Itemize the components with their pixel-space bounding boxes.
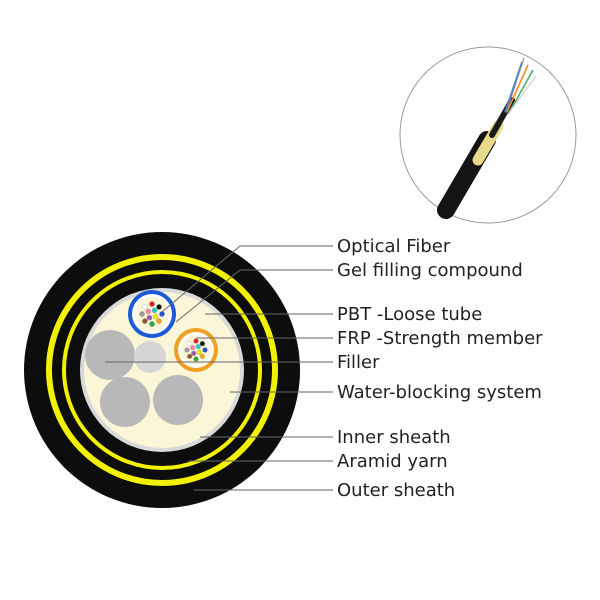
label-frp-strength-member: FRP -Strength member [337,328,543,349]
cable-cross-section-icon [24,232,300,508]
cable-end-photo-icon [399,46,577,224]
leader-gel-filling [175,269,333,323]
label-pbt-loose-tube: PBT -Loose tube [337,304,482,325]
fiber-dot [142,304,148,310]
fiber-dot [190,345,196,351]
fiber-dot [151,307,158,314]
cable-body [437,57,537,219]
label-water-blocking-system: Water-blocking system [337,382,542,403]
filler-element [153,375,203,425]
fiber-dot [145,308,152,315]
fiber-dot [152,313,159,320]
fiber-dot [202,347,208,353]
fiber-dot [184,347,190,353]
fiber-dot [193,356,199,362]
fiber-dot [191,350,197,356]
aramid-yarn-ring [46,254,278,486]
inner-sheath-ring [62,270,262,470]
fiber-dot [146,314,153,321]
fiber-dot [196,349,202,355]
fiber-dot [149,301,155,307]
label-outer-sheath: Outer sheath [337,480,455,501]
frp-strength-member-core [134,341,166,373]
fiber-dot [187,341,193,347]
filler-element [85,330,135,380]
fiber-dot [139,311,145,317]
label-optical-fiber: Optical Fiber [337,236,451,257]
labels: Optical Fiber Gel filling compound PBT -… [337,236,543,501]
fiber-dot [156,304,162,310]
fiber-dot [156,318,162,324]
label-gel-filling-compound: Gel filling compound [337,260,523,281]
label-inner-sheath: Inner sheath [337,427,451,448]
fiber-dot [199,353,205,359]
loose-tube-orange [174,328,218,372]
loose-tube-blue [128,290,176,338]
fiber-dot [193,338,199,344]
fiber-dot [199,341,205,347]
fiber-bundle [139,301,165,327]
fiber-bundle [184,338,208,362]
filler-element [100,377,150,427]
leader-optical-fiber [161,245,333,313]
fiber-dot [195,344,201,350]
label-aramid-yarn: Aramid yarn [337,451,448,472]
fiber-dot [142,318,148,324]
fiber-dot [159,311,165,317]
leader-lines [105,245,333,491]
fiber-dot [187,353,193,359]
fiber-dot [149,321,155,327]
label-filler: Filler [337,352,380,373]
